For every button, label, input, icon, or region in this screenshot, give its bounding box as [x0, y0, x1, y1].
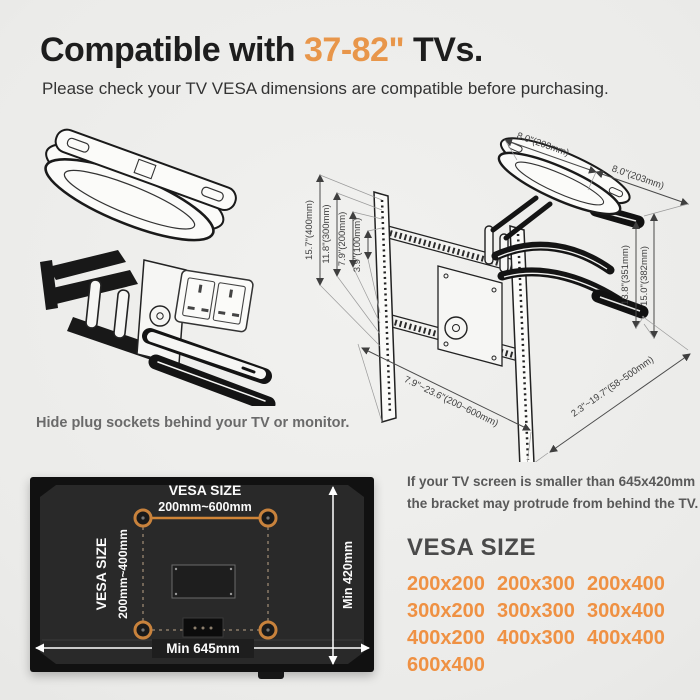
tv-vesa-title-side: VESA SIZE: [93, 538, 109, 611]
hide-sockets-caption: Hide plug sockets behind your TV or moni…: [36, 415, 350, 431]
title-prefix: Compatible with: [40, 31, 304, 69]
vesa-size-option: 600x400: [407, 654, 485, 676]
tv-vesa-diagram: VESA SIZE 200mm~600mm VESA SIZE 200mm~40…: [35, 482, 370, 665]
dim-label-width-range: 7.9"~23.6"(200~600mm): [402, 374, 500, 429]
vesa-size-option: 300x200: [407, 600, 485, 622]
dim-label-100mm: 3.9"(100mm): [352, 218, 363, 273]
center-plate: [437, 265, 503, 367]
right-mount-dimension-diagram: 15.7"(400mm) 11.8"(300mm) 7.9"(200mm) 3.…: [304, 130, 691, 462]
left-mount-illustration: [40, 128, 276, 406]
tv-min-width-label: Min 645mm: [166, 641, 240, 656]
min-width-arrow: [35, 639, 370, 658]
pivot-posts: [85, 279, 130, 339]
dim-label-400mm: 15.7"(400mm): [304, 200, 315, 260]
tv-connector-panel: [182, 617, 224, 638]
vesa-size-option: 400x200: [407, 627, 485, 649]
vesa-size-option: 400x300: [497, 627, 575, 649]
tv-back-panel: VESA SIZE 200mm~600mm VESA SIZE 200mm~40…: [30, 477, 374, 672]
tv-vesa-title-top: VESA SIZE: [169, 482, 242, 498]
vesa-hole-lines: [142, 516, 269, 631]
vesa-size-option: 200x400: [587, 573, 665, 595]
title-size-range: 37-82": [304, 31, 405, 69]
protrude-note: If your TV screen is smaller than 645x42…: [407, 471, 698, 515]
tv-mount-plate: [171, 564, 236, 599]
dim-label-200mm: 7.9"(200mm): [337, 212, 348, 267]
vesa-size-heading: VESA SIZE: [407, 534, 536, 561]
page-title: Compatible with 37-82" TVs.: [40, 31, 483, 70]
tv-min-height-label: Min 420mm: [341, 541, 355, 609]
extension-leaders: [319, 139, 689, 462]
dimension-lines: [316, 138, 691, 453]
tv-stand-tab: [258, 672, 284, 679]
subtitle: Please check your TV VESA dimensions are…: [42, 79, 609, 98]
dim-label-300mm: 11.8"(300mm): [321, 204, 332, 263]
vesa-size-option: 200x200: [407, 573, 485, 595]
bottom-arms: [142, 328, 276, 406]
vesa-size-option: 300x300: [497, 600, 575, 622]
vesa-mounting-holes: [133, 508, 278, 640]
dim-label-351mm: 13.8"(351mm): [620, 245, 631, 305]
vesa-size-option: 300x400: [587, 600, 665, 622]
top-bar-plate: [54, 128, 237, 212]
vesa-size-option: 400x400: [587, 627, 665, 649]
title-suffix: TVs.: [404, 31, 483, 69]
dim-label-382mm: 15.0"(382mm): [639, 246, 650, 306]
tv-vesa-range-vertical: 200mm~400mm: [116, 529, 130, 619]
protrude-note-line1: If your TV screen is smaller than 645x42…: [407, 474, 696, 489]
vesa-size-option: 200x300: [497, 573, 575, 595]
tv-vesa-range-horizontal: 200mm~600mm: [158, 500, 251, 514]
protrude-note-line2: the bracket may protrude from behind the…: [407, 496, 699, 511]
wall-socket: [174, 269, 254, 333]
vesa-size-list: 200x200 200x300 200x400 300x200 300x300 …: [407, 571, 687, 679]
